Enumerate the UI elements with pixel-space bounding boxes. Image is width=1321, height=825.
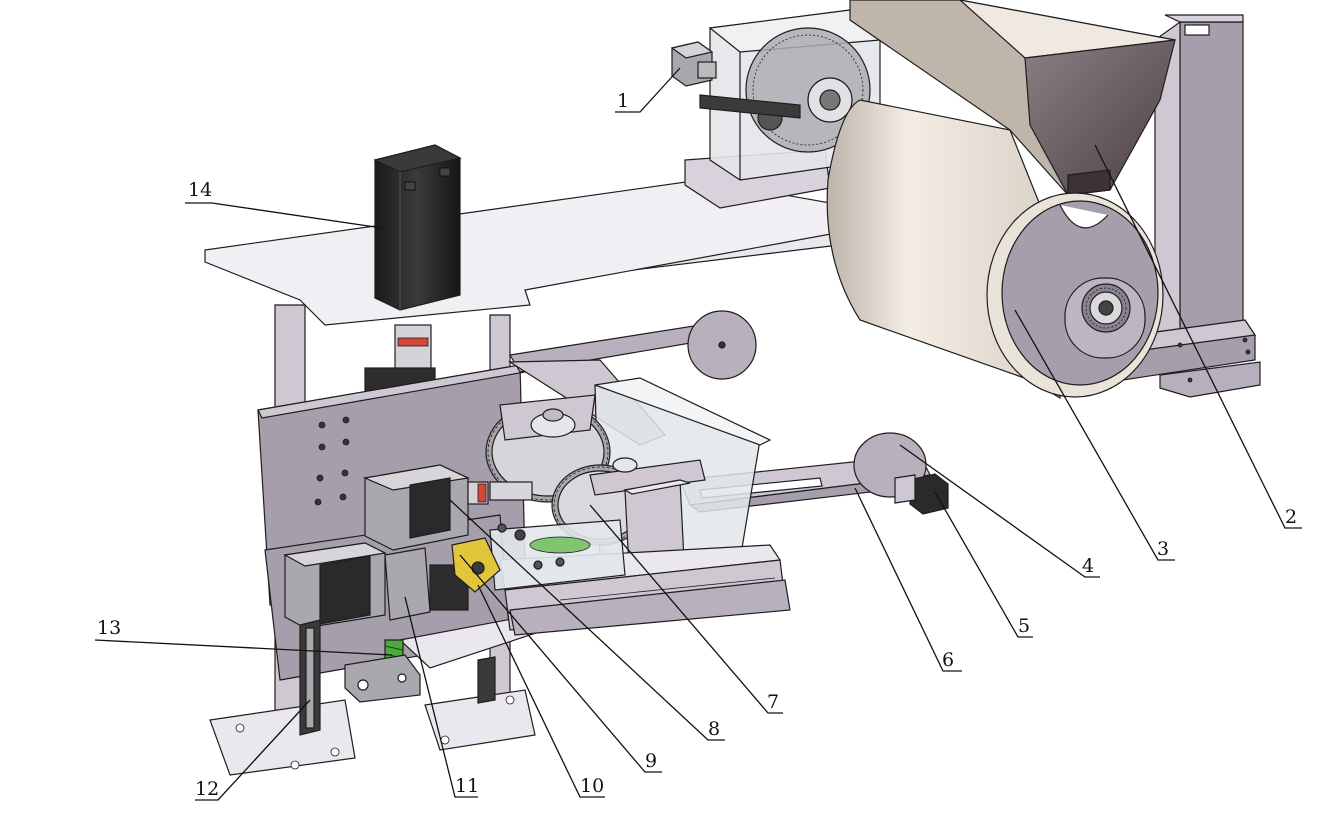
spring-13 (344, 639, 421, 703)
coupling-14 (364, 324, 436, 393)
callout-label-9: 9 (645, 750, 657, 772)
carriage-block (489, 519, 626, 591)
callout-8: 8 (449, 499, 725, 741)
roll-drum (826, 99, 1164, 400)
callout-7: 7 (589, 504, 783, 714)
callout-label-11: 11 (455, 775, 479, 797)
callout-label-10: 10 (580, 775, 604, 797)
callout-label-3: 3 (1157, 538, 1169, 560)
callout-label-2: 2 (1285, 506, 1297, 528)
callout-12: 12 (195, 699, 311, 801)
callout-label-14: 14 (188, 179, 212, 201)
callout-4: 4 (899, 444, 1100, 578)
callout-5: 5 (934, 491, 1033, 638)
callout-label-5: 5 (1018, 615, 1030, 637)
callout-13: 13 (94, 617, 393, 656)
horizontal-motor-lower (283, 542, 469, 629)
callout-2: 2 (1094, 144, 1302, 529)
callout-label-13: 13 (97, 617, 121, 639)
callout-label-1: 1 (617, 90, 629, 112)
vertical-motor-14 (373, 144, 462, 311)
small-motor-5 (894, 473, 949, 515)
callout-label-7: 7 (767, 691, 779, 713)
small-motor-1 (670, 41, 717, 87)
callouts: 1 2 3 4 5 6 7 8 (94, 67, 1302, 801)
callout-label-12: 12 (195, 778, 219, 800)
callout-10: 10 (477, 584, 605, 798)
callout-9: 9 (459, 554, 662, 773)
vertical-slider-12 (299, 619, 496, 736)
right-support-column (1154, 14, 1244, 341)
callout-3: 3 (1014, 309, 1175, 561)
callout-label-4: 4 (1082, 555, 1094, 577)
callout-label-8: 8 (708, 718, 720, 740)
yellow-cam-10 (451, 537, 501, 593)
callout-6: 6 (854, 487, 962, 672)
top-gearbox (684, 9, 882, 209)
callout-1: 1 (615, 67, 681, 113)
hopper (849, 0, 1176, 196)
callout-14: 14 (185, 179, 383, 229)
callout-label-6: 6 (942, 649, 954, 671)
callout-11: 11 (404, 596, 479, 798)
back-base-plate (204, 179, 882, 326)
horizontal-motor-upper (362, 464, 533, 551)
